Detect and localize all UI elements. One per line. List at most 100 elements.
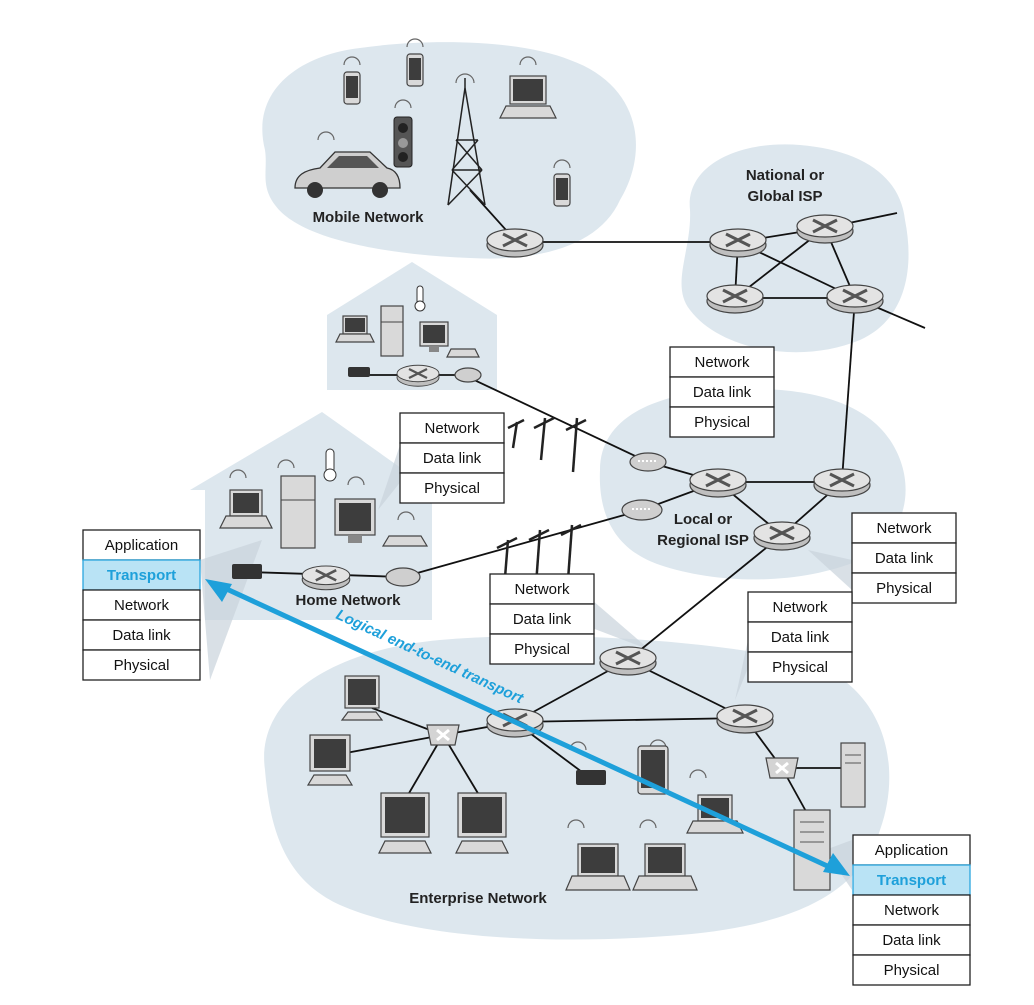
router-mobile xyxy=(486,228,544,258)
mobile-network-region xyxy=(262,42,636,259)
stack-layer-label: Application xyxy=(105,537,178,554)
keyboard-icon xyxy=(446,348,480,358)
router-global-isp-2 xyxy=(796,214,854,244)
stack-cell xyxy=(669,376,775,408)
stack-cell xyxy=(852,834,971,866)
stack-cell xyxy=(669,406,775,438)
stack-cell xyxy=(851,572,957,604)
laptop-icon xyxy=(219,489,273,529)
laptop-icon xyxy=(632,843,698,891)
callout-isp-right xyxy=(808,550,852,590)
stack-cell xyxy=(399,472,505,504)
desktop-icon xyxy=(334,498,376,543)
stack-layer-label: Network xyxy=(876,520,932,537)
stack-layer-label: Network xyxy=(514,581,570,598)
router-enterprise-3 xyxy=(716,704,774,734)
stack-layer-label: Data link xyxy=(771,629,830,646)
stack-cell xyxy=(489,603,595,635)
stack-layer-label: Application xyxy=(875,842,948,859)
label-global-isp-line1: National or xyxy=(746,167,825,184)
stack-layer-label: Physical xyxy=(514,641,570,658)
car-icon xyxy=(294,151,401,198)
router-global-isp-4 xyxy=(826,284,884,314)
stack-layer-label: Data link xyxy=(882,932,941,949)
access-point-enterprise xyxy=(576,770,606,785)
stack-layer-label: Transport xyxy=(107,567,176,584)
stack-layer-label: Transport xyxy=(877,872,946,889)
router-local-isp-1 xyxy=(689,468,747,498)
label-enterprise-network: Enterprise Network xyxy=(409,890,547,907)
stack-layer-label: Data link xyxy=(112,627,171,644)
utility-poles-bottom xyxy=(496,523,582,591)
switch-enterprise-right xyxy=(765,757,799,779)
stack-layer-label: Data link xyxy=(875,550,934,567)
stack-layer-label: Physical xyxy=(884,962,940,979)
stack-layer-label: Physical xyxy=(424,480,480,497)
thermometer-icon xyxy=(323,448,337,482)
stack-cell xyxy=(82,529,201,561)
stack-cell xyxy=(399,412,505,444)
stack-layer-label: Physical xyxy=(694,414,750,431)
router-local-isp-3 xyxy=(753,521,811,551)
laptop-icon xyxy=(335,315,375,343)
stack-cell xyxy=(747,591,853,623)
label-local-isp-line1: Local or xyxy=(674,511,733,528)
refrigerator-icon xyxy=(280,475,316,549)
switch-enterprise-left xyxy=(426,724,460,746)
label-local-isp-line2: Regional ISP xyxy=(657,532,749,549)
stack-layer-label: Data link xyxy=(423,450,482,467)
house-top xyxy=(327,262,497,390)
stack-layer-label: Data link xyxy=(693,384,752,401)
stack-layer-label: Network xyxy=(424,420,480,437)
keyboard-icon xyxy=(381,535,429,547)
callout-middle-router xyxy=(592,600,650,650)
phone-icon xyxy=(406,53,424,87)
stack-layer-label: Data link xyxy=(513,611,572,628)
stack-layer-label: Network xyxy=(114,597,170,614)
desktop-icon xyxy=(419,321,449,352)
wireless-signal-icons xyxy=(229,38,707,829)
stack-layer-label: Physical xyxy=(876,580,932,597)
access-point-house-top xyxy=(348,367,370,377)
logical-transport-arrow xyxy=(205,579,850,876)
stack-layer-label: Physical xyxy=(772,659,828,676)
stack-cell xyxy=(669,346,775,378)
modem-home-network xyxy=(385,567,421,587)
stack-cell xyxy=(82,619,201,651)
stack-layer-label: Physical xyxy=(114,657,170,674)
router-house-top xyxy=(396,364,440,387)
router-home-network xyxy=(301,565,351,591)
stack-cell xyxy=(852,864,971,896)
stack-cell xyxy=(851,542,957,574)
tablet-icon xyxy=(637,745,669,795)
stack-cell xyxy=(852,954,971,986)
server-icon xyxy=(840,742,866,808)
access-point-home-network xyxy=(232,564,262,579)
modem-isp-2 xyxy=(621,499,663,521)
desktop-icon xyxy=(378,792,432,854)
router-global-isp-1 xyxy=(709,228,767,258)
phone-icon xyxy=(553,173,571,207)
stack-layer-label: Network xyxy=(884,902,940,919)
server-icon xyxy=(793,809,831,891)
cell-tower xyxy=(447,78,486,206)
stack-cell xyxy=(747,651,853,683)
modem-house-top xyxy=(454,367,482,383)
thermometer-icon xyxy=(414,285,426,312)
laptop-icon xyxy=(565,843,631,891)
router-global-isp-3 xyxy=(706,284,764,314)
desktop-icon xyxy=(455,792,509,854)
laptop-icon xyxy=(499,75,557,119)
callout-enterprise-router xyxy=(735,640,748,700)
stack-cell xyxy=(489,633,595,665)
utility-poles-top xyxy=(507,416,587,473)
